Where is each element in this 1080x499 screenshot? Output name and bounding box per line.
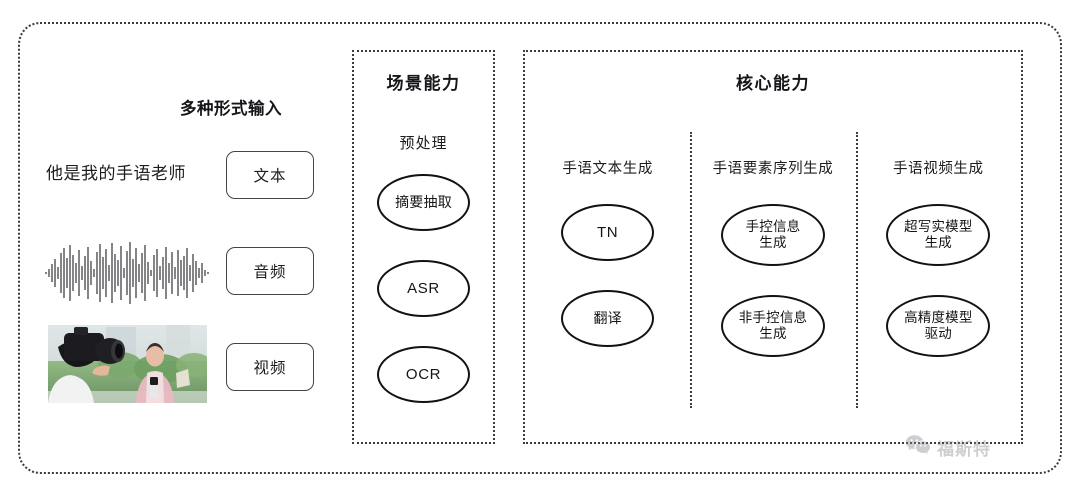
core-capability-panel: 核心能力 手语文本生成 TN 翻译 手语要素序列生成 手控信息 生成 xyxy=(523,50,1023,444)
modality-chip-audio[interactable]: 音频 xyxy=(226,247,314,295)
scene-node-list: 摘要抽取 ASR OCR xyxy=(354,174,493,432)
scene-node-asr[interactable]: ASR xyxy=(377,260,470,317)
core-node-highprecision-line2: 驱动 xyxy=(924,326,953,341)
diagram-outer-frame xyxy=(18,22,1062,474)
core-group-title-2: 手语要素序列生成 xyxy=(712,161,834,177)
modality-chip-video[interactable]: 视频 xyxy=(226,343,314,391)
input-section-title: 多种形式输入 xyxy=(180,100,282,118)
core-node-high-precision-model-driving[interactable]: 高精度模型 驱动 xyxy=(886,295,991,357)
core-node-highprecision-line1: 高精度模型 xyxy=(904,310,973,326)
core-node-list-1: TN 翻译 xyxy=(525,204,690,376)
core-node-translation[interactable]: 翻译 xyxy=(561,290,655,347)
core-node-manual-info-generation[interactable]: 手控信息 生成 xyxy=(720,204,825,266)
core-node-hyperreal-line2: 生成 xyxy=(924,235,953,250)
watermark-label: 福斯特 xyxy=(937,440,991,459)
core-group-sign-element-sequence: 手语要素序列生成 手控信息 生成 非手控信息 生成 xyxy=(690,130,855,430)
modality-chip-text[interactable]: 文本 xyxy=(226,151,314,199)
core-node-list-2: 手控信息 生成 非手控信息 生成 xyxy=(690,204,855,386)
core-node-list-3: 超写实模型 生成 高精度模型 驱动 xyxy=(856,204,1021,386)
input-row-video: 视频 xyxy=(30,325,330,409)
core-node-nonmanual-info-generation[interactable]: 非手控信息 生成 xyxy=(720,295,825,357)
core-node-translation-line1: 翻译 xyxy=(593,310,622,327)
core-capability-groups: 手语文本生成 TN 翻译 手语要素序列生成 手控信息 生成 xyxy=(525,130,1021,430)
scene-node-ocr[interactable]: OCR xyxy=(377,346,470,403)
core-node-nonmanual-line2: 生成 xyxy=(759,326,787,341)
core-node-hyperreal-line1: 超写实模型 xyxy=(904,219,973,235)
audio-waveform-icon xyxy=(44,239,214,307)
core-group-title-3: 手语视频生成 xyxy=(893,161,984,177)
core-node-nonmanual-line1: 非手控信息 xyxy=(738,310,808,326)
core-capability-title: 核心能力 xyxy=(736,74,810,93)
text-sample-label: 他是我的手语老师 xyxy=(46,164,186,183)
core-node-tn[interactable]: TN xyxy=(561,204,655,261)
core-node-tn-line1: TN xyxy=(597,223,619,241)
video-thumbnail-image xyxy=(48,325,207,403)
scene-capability-subtitle: 预处理 xyxy=(399,135,448,152)
scene-capability-title: 场景能力 xyxy=(386,74,461,93)
core-node-hyperreal-model-generation[interactable]: 超写实模型 生成 xyxy=(886,204,991,266)
wechat-icon xyxy=(905,434,931,461)
core-node-manual-line2: 生成 xyxy=(759,235,787,250)
input-row-audio: 音频 xyxy=(30,233,330,313)
core-node-manual-line1: 手控信息 xyxy=(745,219,801,235)
scene-capability-panel: 场景能力 预处理 摘要抽取 ASR OCR xyxy=(352,50,495,444)
input-modalities-column: 多种形式输入 他是我的手语老师 文本 xyxy=(30,95,330,425)
scene-node-summary-extraction[interactable]: 摘要抽取 xyxy=(377,174,470,231)
input-row-text: 他是我的手语老师 文本 xyxy=(30,137,330,217)
core-group-sign-video-generation: 手语视频生成 超写实模型 生成 高精度模型 驱动 xyxy=(855,130,1021,430)
watermark: 福斯特 xyxy=(905,434,991,461)
core-group-title-1: 手语文本生成 xyxy=(562,161,653,177)
core-group-sign-text-generation: 手语文本生成 TN 翻译 xyxy=(525,130,690,430)
